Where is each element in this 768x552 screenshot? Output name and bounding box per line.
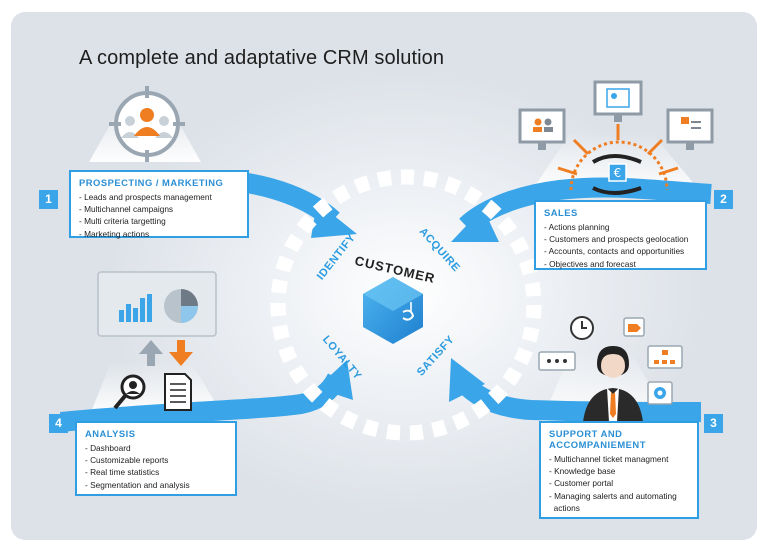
support-accompaniement-panel: SUPPORT AND ACCOMPANIEMENT - Multichanne… bbox=[539, 421, 699, 519]
panel-title: SALES bbox=[544, 207, 578, 218]
panel-title: ANALYSIS bbox=[85, 428, 136, 439]
list-item: - Dashboard bbox=[85, 443, 131, 453]
list-item: - Customer portal bbox=[549, 478, 614, 489]
customer-hexagon-icon bbox=[363, 277, 423, 344]
list-item: - Customers and prospects geolocation bbox=[544, 234, 689, 245]
analytics-report-icon bbox=[97, 271, 217, 411]
list-item: - Accounts, contacts and opportunities bbox=[544, 246, 685, 257]
list-item: - Managing salerts and automating bbox=[549, 490, 677, 501]
list-item: - Objectives and forecast bbox=[544, 258, 636, 269]
diagram-artwork: € bbox=[60, 80, 714, 441]
monitors-euro-handshake-icon: € bbox=[518, 80, 714, 195]
list-item: - Actions planning bbox=[544, 222, 610, 232]
page-title: A complete and adaptative CRM solution bbox=[79, 47, 445, 69]
panel-title: SUPPORT AND ACCOMPANIEMENT bbox=[549, 428, 689, 450]
analysis-panel: ANALYSIS - Dashboard - Customizable repo… bbox=[75, 421, 237, 496]
list-item: - Knowledge base bbox=[549, 466, 616, 477]
panel-title-line-1: SUPPORT AND bbox=[549, 428, 623, 439]
step-number-2: 2 bbox=[714, 190, 733, 209]
target-people-icon bbox=[109, 86, 185, 162]
step-number-1: 1 bbox=[39, 190, 58, 209]
list-item: - Multichannel ticket managment bbox=[549, 454, 669, 464]
customer-cycle-ring bbox=[270, 169, 542, 441]
list-item: - Multi criteria targetting bbox=[79, 216, 166, 227]
panel-title: PROSPECTING / MARKETING bbox=[79, 177, 224, 188]
sales-panel: SALES - Actions planning - Customers and… bbox=[534, 200, 707, 270]
list-item: - Customizable reports bbox=[85, 455, 169, 466]
flow-arrow-3 bbox=[449, 358, 702, 422]
list-item: - Real time statistics bbox=[85, 467, 160, 478]
list-item: - Leads and prospects management bbox=[79, 192, 212, 202]
list-item: - Marketing actions bbox=[79, 228, 150, 239]
list-item: - Multichannel campaigns bbox=[79, 204, 174, 215]
list-item: actions bbox=[549, 502, 580, 513]
step-number-4: 4 bbox=[49, 414, 68, 433]
svg-text:€: € bbox=[614, 166, 622, 180]
step-number-3: 3 bbox=[704, 414, 723, 433]
prospecting-marketing-panel: PROSPECTING / MARKETING - Leads and pros… bbox=[69, 170, 249, 239]
businessman-services-icon bbox=[538, 316, 683, 422]
crm-diagram-canvas: A complete and adaptative CRM solution bbox=[11, 12, 757, 540]
list-item: - Segmentation and analysis bbox=[85, 479, 190, 490]
panel-title-line-2: ACCOMPANIEMENT bbox=[549, 439, 646, 450]
flow-arrow-4 bbox=[60, 360, 353, 432]
